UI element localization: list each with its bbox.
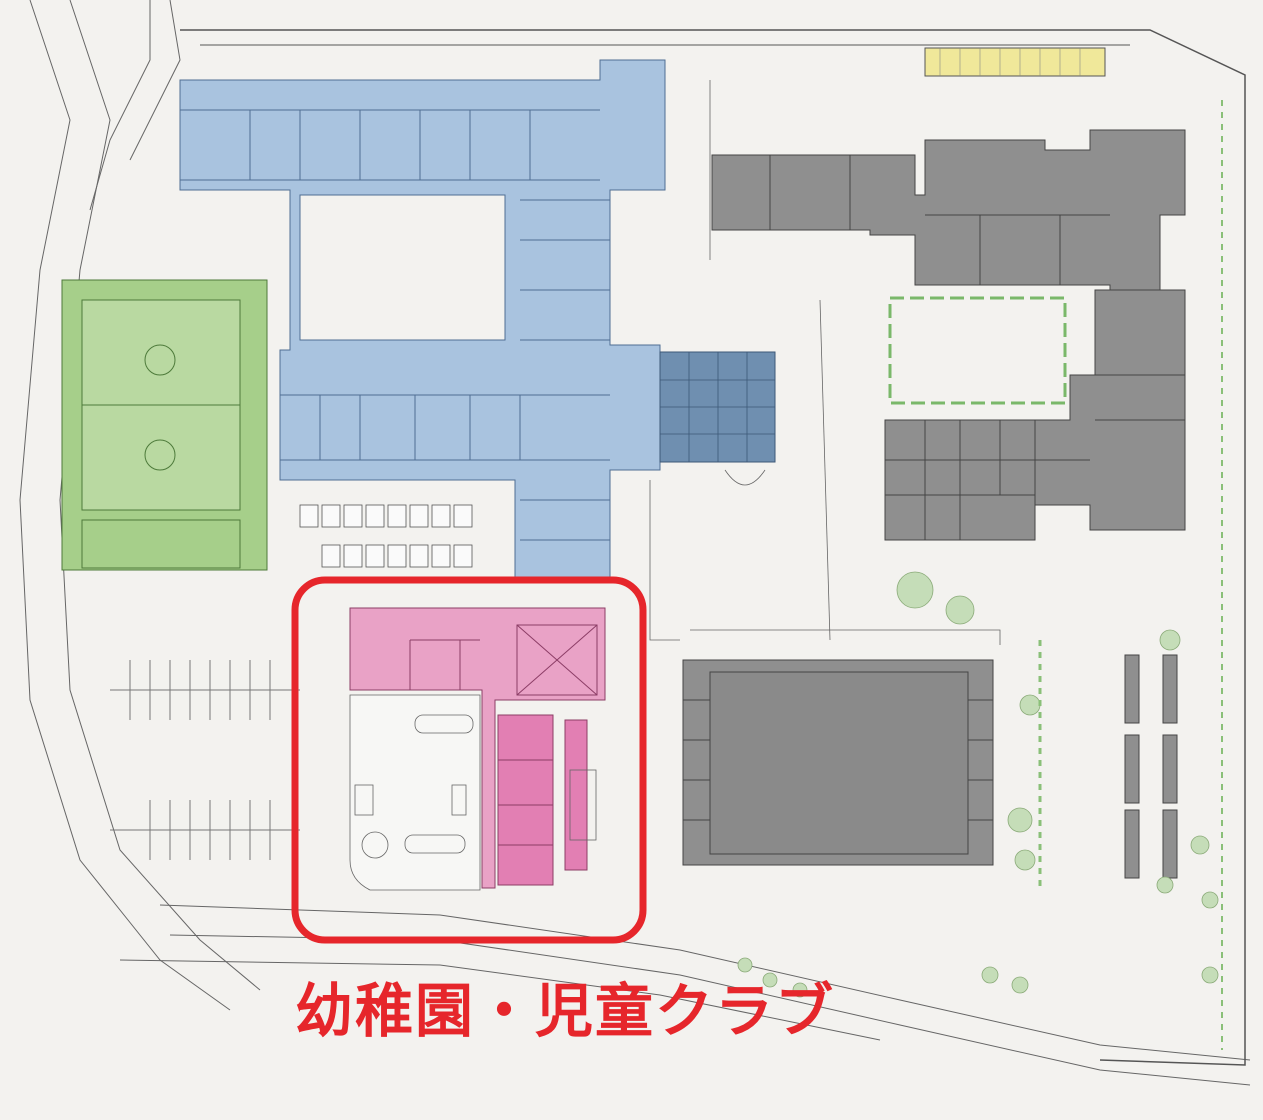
kindergarten-callout-label: 幼稚園・児童クラブ <box>295 977 836 1045</box>
kindergarten-building <box>349 607 606 889</box>
courtyard-border <box>888 296 1067 405</box>
parking-right <box>1124 654 1178 879</box>
kindergarten-yard <box>349 694 597 891</box>
parking-left <box>110 660 300 860</box>
gray-gym-third <box>682 659 994 866</box>
road-left <box>19 0 261 1011</box>
green-gym <box>61 279 268 571</box>
gray-building-east <box>884 289 1186 541</box>
walkways <box>649 80 1001 645</box>
yellow-strip <box>924 47 1106 77</box>
gray-building-north <box>711 129 1186 296</box>
site-boundary <box>180 29 1246 1066</box>
trees <box>737 571 1219 998</box>
classroom-blocks <box>299 504 473 568</box>
blue-building <box>179 59 666 581</box>
kindergarten-callout-frame <box>291 576 647 944</box>
